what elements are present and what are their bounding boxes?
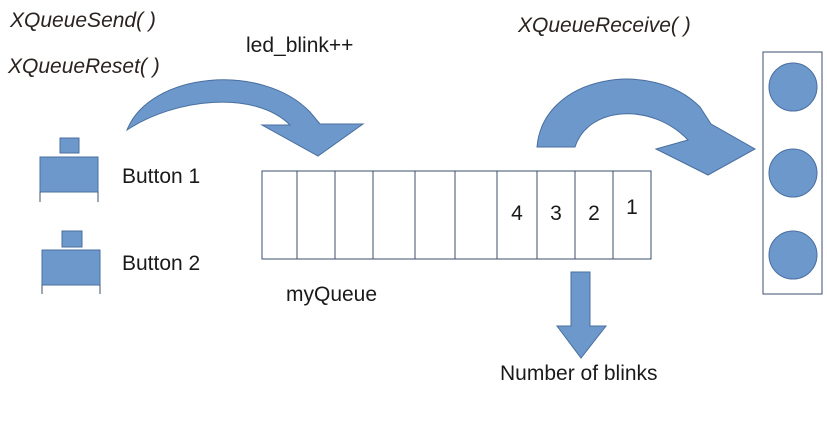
button-1-body [39, 156, 99, 193]
queue-slot [612, 170, 652, 260]
queue-slot [372, 170, 416, 260]
button-2 [41, 230, 101, 294]
xqueuesend-label: XQueueSend( ) [9, 9, 156, 32]
led-column [768, 62, 818, 280]
queue-item-value: 1 [626, 196, 638, 219]
receive-arrow-icon [536, 78, 757, 176]
queue-slot [261, 170, 298, 260]
button-2-label: Button 2 [122, 252, 200, 275]
led-icon [768, 62, 818, 112]
number-of-blinks-label: Number of blinks [500, 362, 658, 385]
output-down-arrow-icon [556, 271, 608, 359]
queue-slot [454, 170, 498, 260]
queue-slot [334, 170, 374, 260]
xqueuereset-label: XQueueReset( ) [7, 55, 160, 78]
queue-slot [496, 170, 538, 260]
button-1-cap [59, 137, 80, 154]
queue-slot [296, 170, 336, 260]
button-2-body [41, 249, 101, 286]
led-blink-increment-label: led_blink++ [246, 34, 353, 57]
button-1-label: Button 1 [122, 165, 200, 188]
queue-name-label: myQueue [286, 283, 377, 306]
led-icon [768, 230, 818, 280]
send-arrow-icon [125, 79, 365, 157]
led-icon [768, 148, 818, 198]
queue-slot [536, 170, 576, 260]
button-2-cap [61, 230, 83, 248]
queue-item-value: 2 [588, 202, 600, 225]
queue-item-value: 3 [550, 202, 562, 225]
my-queue: 4 3 2 1 [261, 170, 652, 260]
xqueuereceive-label: XQueueReceive( ) [517, 14, 691, 37]
queue-slot [574, 170, 614, 260]
queue-slot [414, 170, 456, 260]
button-1 [39, 137, 99, 202]
queue-item-value: 4 [511, 202, 523, 225]
